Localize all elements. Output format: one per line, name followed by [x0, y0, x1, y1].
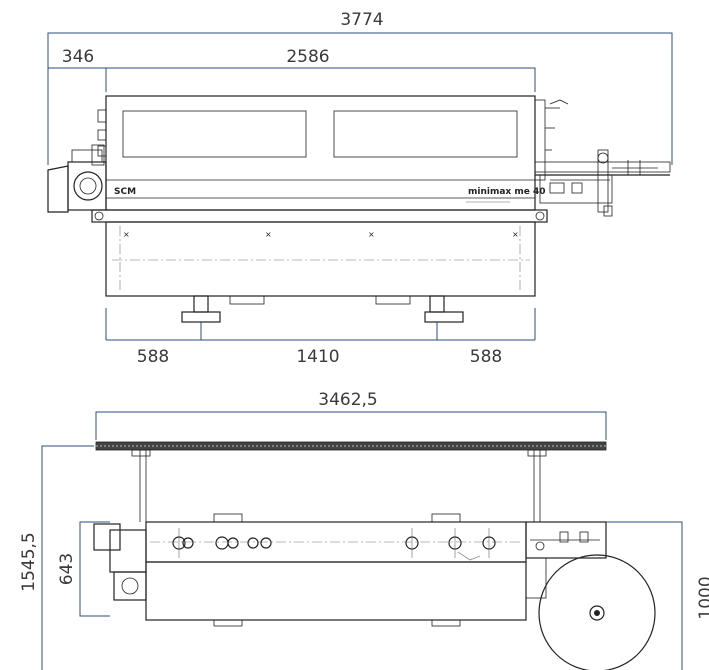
- dimension-label-body-length: 2586: [286, 47, 329, 67]
- dimension-label-center-support: 1410: [296, 347, 339, 367]
- dimension-label-top-body-depth: 643: [57, 553, 77, 585]
- dimension-label-infeed-length: 346: [62, 47, 94, 67]
- edge-reel-unit: [525, 521, 656, 670]
- front-view: 3774 346 2586 SCM minimax me 40: [47, 10, 673, 367]
- svg-text:×: ×: [265, 230, 272, 239]
- dimension-top-body-depth: 643: [57, 521, 110, 617]
- svg-text:×: ×: [123, 230, 130, 239]
- dimension-reel-depth: 1000: [606, 521, 709, 670]
- dimension-label-reel-depth: 1000: [696, 576, 709, 619]
- roller-table: [95, 441, 607, 522]
- machine-upper-housing: SCM minimax me 40: [97, 95, 569, 211]
- dimension-infeed-length: 346: [48, 47, 107, 92]
- logo-label: SCM: [114, 187, 136, 197]
- dimension-top-overall-depth: 1545,5: [19, 445, 94, 670]
- dimension-top-overall-length: 3462,5: [95, 390, 607, 440]
- dimension-label-left-support: 588: [137, 347, 169, 367]
- machine-base: × × × ×: [91, 209, 548, 297]
- dimension-overall-length: 3774: [47, 10, 673, 165]
- machine-feet: [181, 295, 464, 323]
- infeed-motor: [47, 144, 107, 213]
- dimension-label-right-support: 588: [470, 347, 502, 367]
- svg-text:×: ×: [368, 230, 375, 239]
- dimension-label-top-overall-depth: 1545,5: [19, 532, 39, 591]
- dimension-label-overall-length: 3774: [340, 10, 383, 30]
- dimension-label-top-overall-length: 3462,5: [318, 390, 377, 410]
- top-view: 3462,5: [19, 390, 709, 670]
- svg-text:×: ×: [512, 230, 519, 239]
- dimension-body-length: 2586: [105, 47, 536, 92]
- outfeed-arm: [534, 149, 671, 217]
- model-label: minimax me 40: [468, 187, 545, 197]
- machine-top-body: [145, 513, 527, 627]
- infeed-motor-top: [93, 523, 147, 601]
- dimension-supports: 588 1410 588: [105, 308, 536, 367]
